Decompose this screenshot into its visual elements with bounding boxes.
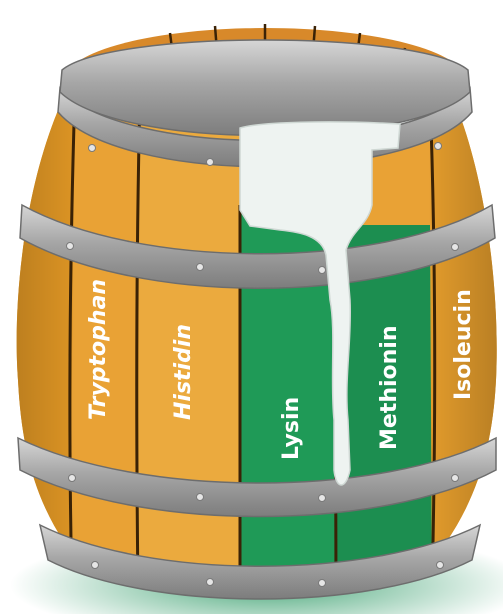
label-lysin: Lysin [279,397,304,460]
label-tryptophan: Tryptophan [86,279,111,420]
label-histidin: Histidin [171,324,196,420]
barrel-icon [0,24,503,599]
label-methionin: Methionin [377,325,402,450]
label-isoleucin: Isoleucin [451,289,476,400]
